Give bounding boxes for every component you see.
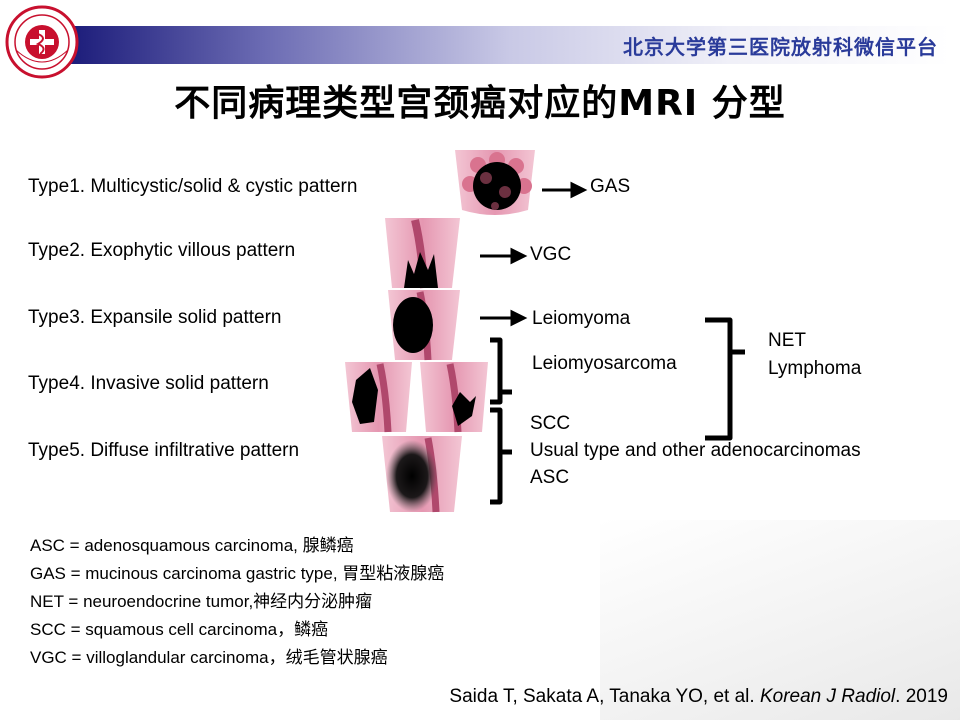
- type4-uterus-illustration-left: [345, 362, 412, 432]
- abbrev-vgc: VGC = villoglandular carcinoma，绒毛管状腺癌: [30, 644, 444, 672]
- gas-label: GAS: [590, 176, 630, 198]
- type2-uterus-illustration: [385, 218, 460, 288]
- vgc-label: VGC: [530, 244, 571, 266]
- citation-year: . 2019: [895, 686, 948, 707]
- type3-uterus-illustration: [388, 290, 460, 360]
- hospital-logo: [4, 4, 80, 80]
- leiomyoma-label: Leiomyoma: [532, 308, 630, 330]
- platform-title: 北京大学第三医院放射科微信平台: [623, 31, 938, 60]
- abbreviation-list: ASC = adenosquamous carcinoma, 腺鳞癌 GAS =…: [30, 532, 444, 672]
- usual-adenocarcinoma-label: Usual type and other adenocarcinomas: [530, 440, 861, 462]
- type1-uterus-illustration: [455, 150, 535, 215]
- type4-uterus-illustration-right: [420, 362, 488, 432]
- citation: Saida T, Sakata A, Tanaka YO, et al. Kor…: [449, 686, 948, 708]
- asc-label: ASC: [530, 467, 569, 489]
- citation-authors: Saida T, Sakata A, Tanaka YO, et al.: [449, 686, 754, 707]
- scc-label: SCC: [530, 413, 570, 435]
- abbrev-scc: SCC = squamous cell carcinoma，鳞癌: [30, 616, 444, 644]
- citation-journal: Korean J Radiol: [760, 686, 895, 707]
- mri-type-diagram: [0, 140, 960, 520]
- abbrev-gas: GAS = mucinous carcinoma gastric type, 胃…: [30, 560, 444, 588]
- leiomyosarcoma-label: Leiomyosarcoma: [532, 353, 677, 375]
- net-lymphoma-bracket: [705, 320, 745, 438]
- type5-bracket: [490, 410, 512, 502]
- type5-uterus-illustration: [382, 436, 462, 512]
- abbrev-asc: ASC = adenosquamous carcinoma, 腺鳞癌: [30, 532, 444, 560]
- net-label: NET: [768, 330, 806, 352]
- abbrev-net: NET = neuroendocrine tumor,神经内分泌肿瘤: [30, 588, 444, 616]
- slide-title: 不同病理类型宫颈癌对应的MRI 分型: [0, 74, 960, 126]
- type4-bracket: [490, 340, 512, 402]
- lymphoma-label: Lymphoma: [768, 358, 861, 380]
